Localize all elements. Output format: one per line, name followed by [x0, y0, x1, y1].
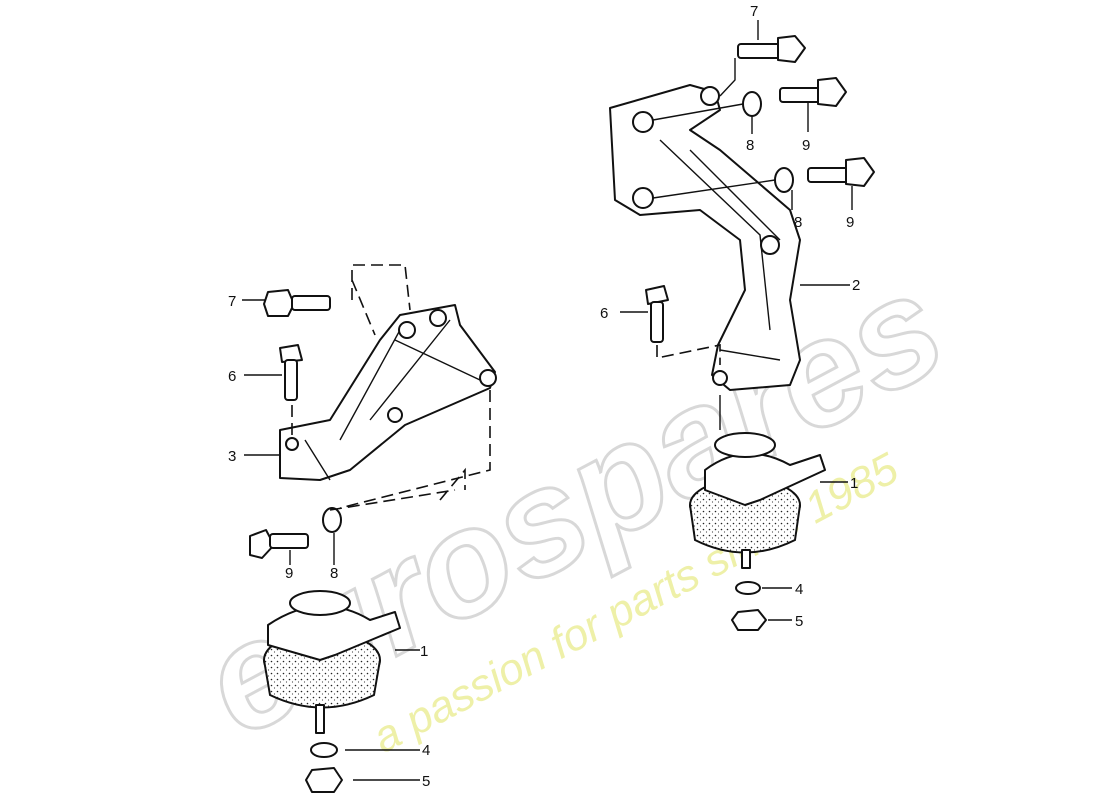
bolt-9-left: [249, 529, 309, 559]
bracket-2: [609, 84, 801, 391]
washer-8-right-lower: [774, 167, 794, 193]
bolt-7-left: [263, 289, 331, 317]
callout-9: 9: [285, 565, 293, 582]
callout-4: 4: [422, 742, 430, 759]
callout-8: 8: [746, 137, 754, 154]
engine-mount-1-right: [689, 432, 826, 569]
callouts-right: 7 8 9 8 9 2 6 1 4 5: [600, 3, 860, 630]
bracket-3: [279, 304, 496, 481]
callout-6: 6: [600, 305, 608, 322]
bolt-9-right-lower: [807, 157, 875, 187]
callout-3: 3: [228, 448, 236, 465]
callout-5: 5: [422, 773, 430, 790]
washer-4-left: [310, 742, 338, 758]
bolt-6-right: [645, 285, 669, 343]
left-assembly: 7 6 3 9 8 1 4 5: [228, 264, 497, 793]
bolt-6-left: [279, 344, 303, 401]
callout-1: 1: [420, 643, 428, 660]
callout-2: 2: [852, 277, 860, 294]
callout-9: 9: [802, 137, 810, 154]
callout-4: 4: [795, 581, 803, 598]
bolt-9-right-upper: [779, 77, 847, 107]
watermark: eurospares a passion for parts since 198…: [174, 238, 970, 769]
callout-7: 7: [228, 293, 236, 310]
bolt-7-right: [737, 35, 806, 63]
right-assembly: 7 8 9 8 9 2 6 1 4 5: [600, 3, 875, 631]
callouts-left: 7 6 3 9 8 1 4 5: [228, 293, 430, 790]
callout-5: 5: [795, 613, 803, 630]
nut-5-right: [731, 609, 767, 631]
callout-8: 8: [330, 565, 338, 582]
callout-8: 8: [794, 214, 802, 231]
washer-8-left: [322, 507, 342, 533]
callout-1: 1: [850, 475, 858, 492]
callout-9: 9: [846, 214, 854, 231]
nut-5-left: [305, 767, 343, 793]
engine-mount-1-left: [263, 590, 401, 734]
washer-8-right-upper: [742, 91, 762, 117]
callout-6: 6: [228, 368, 236, 385]
callout-7: 7: [750, 3, 758, 20]
washer-4-right: [735, 581, 761, 595]
